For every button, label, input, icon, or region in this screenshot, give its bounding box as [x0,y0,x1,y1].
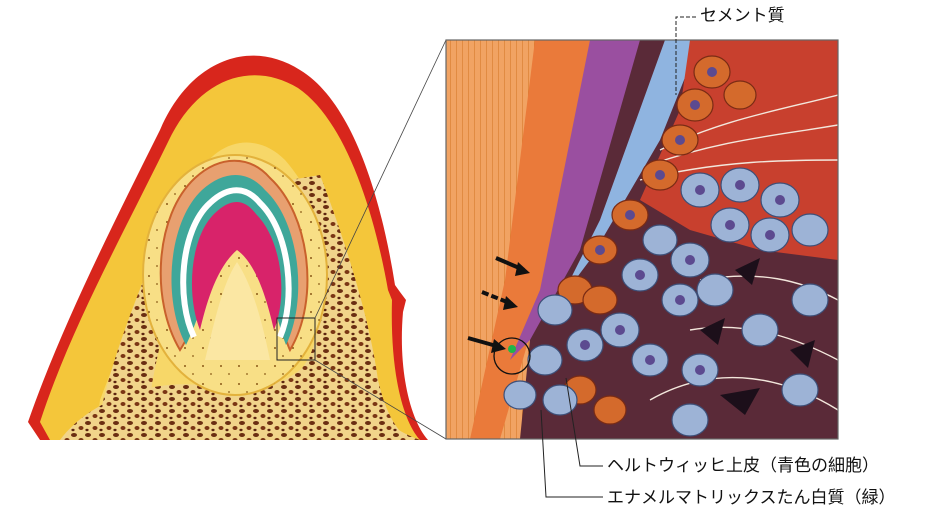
label-hertwig-epithelial-sheath: ヘルトウィッヒ上皮（青色の細胞） [607,456,879,476]
overview-illustration [28,40,446,440]
enamel-matrix-spot [508,345,516,353]
label-enamel-matrix-protein: エナメルマトリックスたん白質（緑） [607,488,896,508]
label-cementum: セメント質 [700,6,785,26]
magnified-panel [446,40,838,439]
